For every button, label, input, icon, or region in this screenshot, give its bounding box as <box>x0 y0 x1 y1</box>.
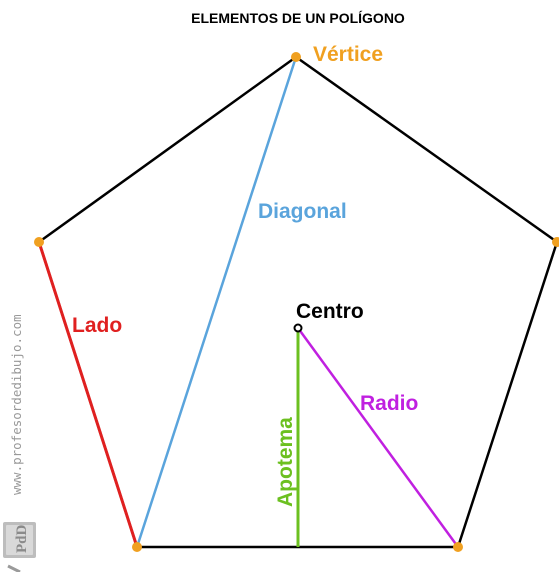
vertex-left <box>34 237 44 247</box>
side-segment <box>37 241 139 548</box>
vertex-right <box>552 237 559 247</box>
apothem-label: Apotema <box>274 417 297 507</box>
vertex-bottom-left <box>132 542 142 552</box>
diagram-title: ELEMENTOS DE UN POLÍGONO <box>191 10 405 26</box>
watermark-url: www.profesordedibujo.com <box>9 314 24 495</box>
center-point <box>293 323 303 333</box>
radius-label: Radio <box>360 392 418 415</box>
vertex-bottom-right <box>453 542 463 552</box>
logo: PdD <box>3 522 36 572</box>
center-label: Centro <box>296 300 364 323</box>
side-label: Lado <box>72 314 122 337</box>
logo-text: PdD <box>14 524 30 553</box>
vertex-top <box>291 52 301 62</box>
diagonal-line <box>135 56 298 548</box>
diagonal-label: Diagonal <box>258 200 347 223</box>
radius-line <box>296 327 460 548</box>
vertex-label: Vértice <box>313 43 383 66</box>
